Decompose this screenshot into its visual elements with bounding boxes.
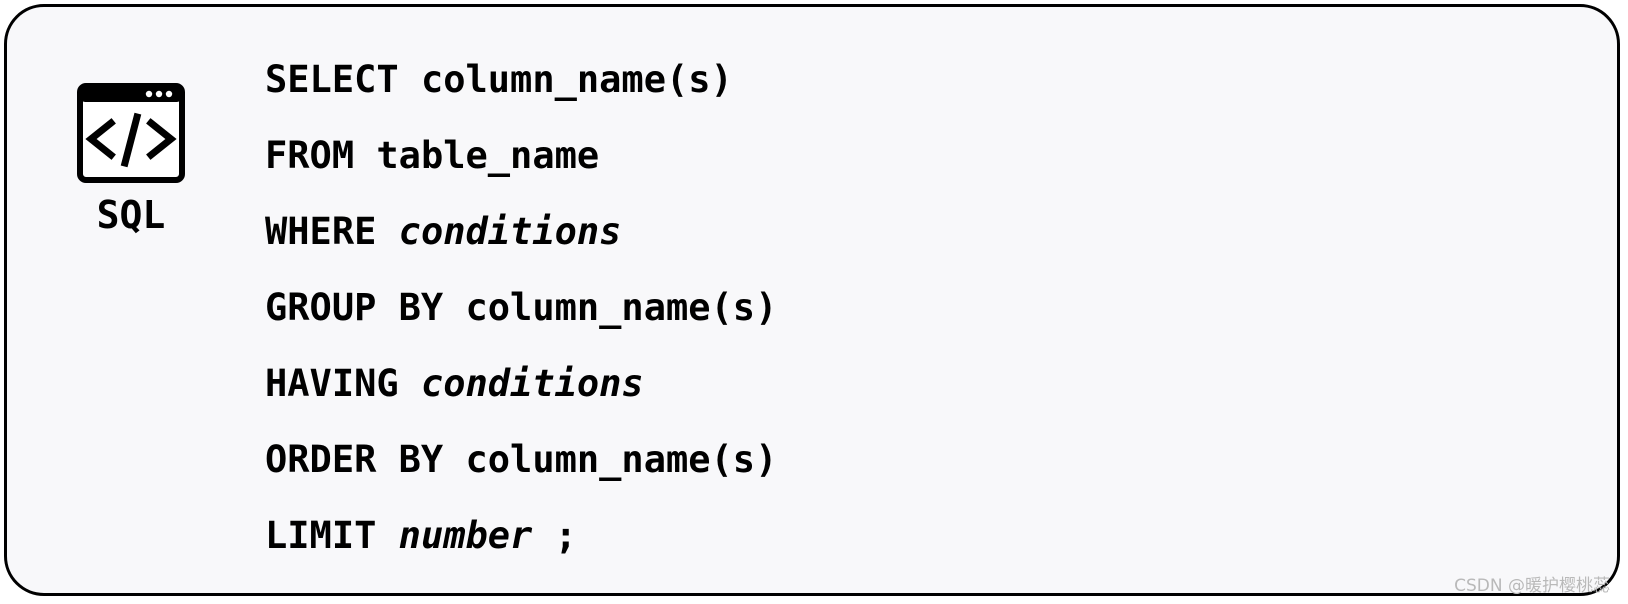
watermark-text: CSDN @暖护樱桃蕊 xyxy=(1454,576,1610,596)
keyword-limit: LIMIT xyxy=(265,514,377,557)
code-line-group-by: GROUP BY column_name(s) xyxy=(265,283,777,359)
sql-label: SQL xyxy=(96,193,166,237)
keyword-select: SELECT xyxy=(265,58,399,101)
code-line-order-by: ORDER BY column_name(s) xyxy=(265,435,777,511)
argument-limit: number xyxy=(398,514,533,557)
argument-order-by: column_name(s) xyxy=(465,438,778,481)
argument-where: conditions xyxy=(398,210,622,253)
statement-terminator: ; xyxy=(532,514,577,557)
code-window-icon xyxy=(77,83,185,183)
code-line-where: WHERE conditions xyxy=(265,207,777,283)
keyword-where: WHERE xyxy=(265,210,377,253)
code-line-select: SELECT column_name(s) xyxy=(265,55,777,131)
argument-select: column_name(s) xyxy=(420,58,733,101)
keyword-order-by: ORDER BY xyxy=(265,438,444,481)
keyword-from: FROM xyxy=(265,134,355,177)
argument-having: conditions xyxy=(420,362,644,405)
code-line-having: HAVING conditions xyxy=(265,359,777,435)
sql-code-block: SELECT column_name(s) FROM table_name WH… xyxy=(265,55,777,587)
sql-syntax-card: SQL SELECT column_name(s) FROM table_nam… xyxy=(4,4,1620,596)
argument-group-by: column_name(s) xyxy=(465,286,778,329)
keyword-having: HAVING xyxy=(265,362,399,405)
code-line-from: FROM table_name xyxy=(265,131,777,207)
code-line-limit: LIMIT number ; xyxy=(265,511,777,587)
keyword-group-by: GROUP BY xyxy=(265,286,444,329)
argument-from: table_name xyxy=(376,134,600,177)
